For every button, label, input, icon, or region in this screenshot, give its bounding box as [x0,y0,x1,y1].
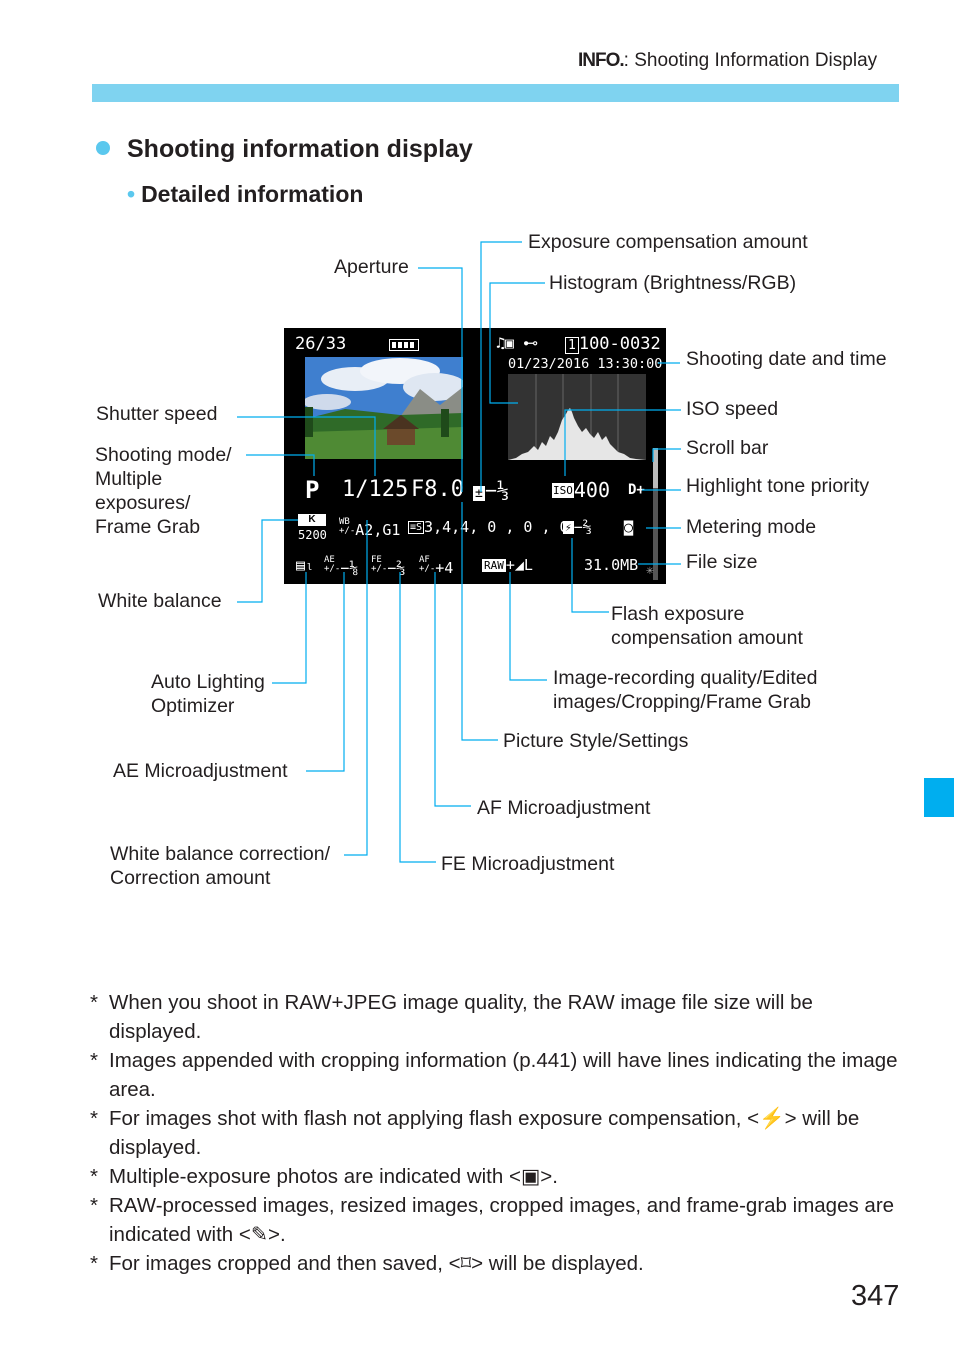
footnote: *For images shot with flash not applying… [90,1104,905,1162]
label-ae-micro: AE Microadjustment [113,759,287,783]
label-histogram: Histogram (Brightness/RGB) [549,271,796,295]
label-highlight-tone: Highlight tone priority [686,474,869,498]
page-number: 347 [851,1280,899,1313]
footnote: *When you shoot in RAW+JPEG image qualit… [90,988,905,1046]
label-aperture: Aperture [334,255,409,279]
label-shutter-speed: Shutter speed [96,402,217,426]
label-flash-exp-comp: Flash exposure compensation amount [611,602,803,650]
label-fe-micro: FE Microadjustment [441,852,614,876]
footnote: *Images appended with cropping informati… [90,1046,905,1104]
footnote: *RAW-processed images, resized images, c… [90,1191,905,1249]
label-exposure-comp: Exposure compensation amount [528,230,808,254]
footnotes: *When you shoot in RAW+JPEG image qualit… [90,988,905,1278]
label-wb-correction: White balance correction/ Correction amo… [110,842,330,890]
label-date-time: Shooting date and time [686,347,887,371]
footnote: *For images cropped and then saved, <⌑> … [90,1249,905,1278]
label-image-quality: Image-recording quality/Edited images/Cr… [553,666,817,714]
label-shooting-mode: Shooting mode/ Multiple exposures/ Frame… [95,443,232,539]
label-iso-speed: ISO speed [686,397,778,421]
footnote: *Multiple-exposure photos are indicated … [90,1162,905,1191]
label-picture-style: Picture Style/Settings [503,729,688,753]
label-auto-lighting: Auto Lighting Optimizer [151,670,265,718]
label-file-size: File size [686,550,758,574]
label-af-micro: AF Microadjustment [477,796,650,820]
label-metering-mode: Metering mode [686,515,816,539]
label-white-balance: White balance [98,589,222,613]
label-scroll-bar: Scroll bar [686,436,768,460]
